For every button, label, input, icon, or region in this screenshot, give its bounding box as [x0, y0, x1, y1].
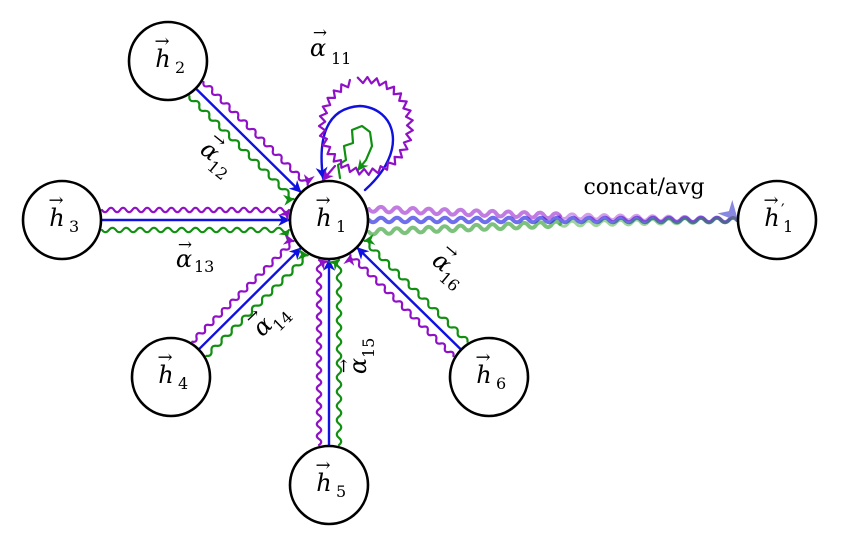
output-green — [367, 219, 562, 237]
output-blue — [367, 199, 739, 225]
output-purple-tail — [558, 212, 739, 224]
edge-h4-green — [205, 248, 309, 358]
svg-text:6: 6 — [496, 374, 506, 393]
node-h1: → h 1 — [288, 179, 370, 261]
attention-edges — [100, 75, 739, 447]
edge-h6-green — [363, 234, 469, 343]
svg-text:→: → — [178, 235, 192, 255]
svg-text:1: 1 — [783, 217, 793, 236]
self-loop-purple — [317, 75, 414, 176]
svg-text:h: h — [316, 469, 331, 497]
edge-h2-blue — [195, 87, 302, 194]
svg-text:5: 5 — [336, 482, 346, 501]
node-h3: → h 3 — [21, 179, 103, 261]
svg-text:→: → — [763, 190, 778, 211]
svg-text:4: 4 — [178, 374, 188, 393]
node-h6: → h 6 — [448, 336, 530, 418]
edge-h6-blue — [356, 246, 462, 351]
svg-text:3: 3 — [69, 217, 79, 236]
alpha-11-label: α → α 11 — [310, 23, 351, 68]
svg-text:α: α — [344, 358, 372, 374]
aggregation-label: concat/avg — [583, 175, 704, 200]
svg-text:′: ′ — [781, 200, 785, 219]
svg-text:1: 1 — [336, 217, 346, 236]
svg-text:→: → — [315, 455, 330, 476]
node-h5: → h 5 — [288, 444, 370, 526]
svg-text:→: → — [154, 31, 169, 52]
svg-text:15: 15 — [359, 338, 378, 358]
svg-text:→: → — [313, 23, 327, 43]
svg-text:α: α — [176, 245, 192, 273]
svg-text:α: α — [310, 34, 326, 62]
svg-text:h: h — [476, 361, 491, 389]
edge-h2-purple — [202, 80, 315, 186]
edge-h5-green — [327, 258, 343, 447]
svg-text:→: → — [157, 347, 172, 368]
alpha-13-label: → α 13 — [176, 235, 214, 276]
node-h4: → h 4 — [130, 336, 212, 418]
node-h2: → h 2 — [127, 20, 209, 102]
edge-h4-purple — [191, 233, 295, 343]
svg-text:h: h — [155, 45, 170, 73]
edge-h6-purple — [343, 254, 455, 358]
svg-text:→: → — [334, 359, 354, 373]
svg-text:h: h — [764, 204, 779, 232]
node-h1-prime: → h ′ 1 — [736, 179, 818, 261]
self-loop-green — [336, 124, 374, 180]
output-purple — [367, 204, 562, 221]
self-loop-blue — [315, 104, 395, 192]
edge-h3-purple — [100, 206, 291, 222]
self-loop-purple-head — [321, 164, 337, 182]
alpha-15-label: → α 15 — [334, 338, 378, 374]
edge-h3-green — [100, 226, 291, 242]
svg-text:h: h — [49, 204, 64, 232]
svg-text:h: h — [158, 361, 173, 389]
output-green-tail — [558, 216, 739, 228]
alpha-16-label: → α 16 — [427, 239, 463, 296]
svg-text:13: 13 — [194, 257, 214, 276]
svg-text:h: h — [316, 204, 331, 232]
svg-text:11: 11 — [331, 49, 351, 68]
svg-text:→: → — [48, 190, 63, 211]
edge-h5-purple — [315, 258, 331, 447]
alpha-12-label: → α 12 — [195, 128, 232, 185]
svg-text:→: → — [315, 190, 330, 211]
svg-text:→: → — [475, 347, 490, 368]
alpha-14-label: → α 14 — [241, 304, 297, 342]
edge-h2-green — [188, 95, 295, 206]
edge-h4-blue — [198, 246, 302, 351]
svg-text:2: 2 — [175, 58, 185, 77]
